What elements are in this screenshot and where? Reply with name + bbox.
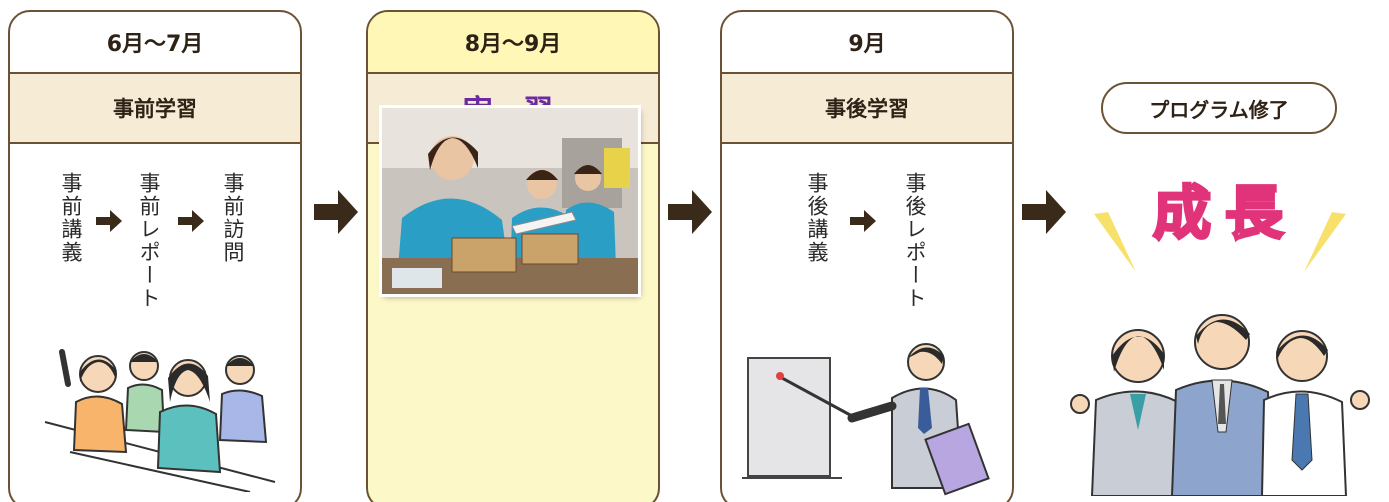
right-arrow-icon [850, 210, 876, 232]
step-pre-lecture: 事前講義 [59, 172, 83, 264]
stage-internship: 8月〜9月 実 習 [366, 10, 660, 502]
right-arrow-icon [1022, 190, 1066, 234]
step-pre-report: 事前レポート [137, 172, 161, 310]
burst-icon [1094, 212, 1346, 272]
step-post-lecture: 事後講義 [805, 172, 829, 264]
period-label: 9月 [722, 12, 1012, 74]
presenter-illustration [742, 343, 990, 496]
period-label: 8月〜9月 [368, 12, 658, 74]
phase-label: 事後学習 [722, 74, 1012, 144]
students-illustration [44, 349, 276, 492]
stage-pre-learning: 6月〜7月 事前学習 事前講義 事前レポート 事前訪問 [8, 10, 302, 502]
step-post-report: 事後レポート [903, 172, 927, 310]
right-arrow-icon [96, 210, 122, 232]
internship-photo [382, 108, 638, 294]
right-arrow-icon [178, 210, 204, 232]
team-illustration [1070, 314, 1370, 496]
step-pre-visit: 事前訪問 [221, 172, 245, 264]
stage-post-learning: 9月 事後学習 事後講義 事後レポート [720, 10, 1014, 502]
right-arrow-icon [314, 190, 358, 234]
period-label: 6月〜7月 [10, 12, 300, 74]
growth-text: 成長 [1151, 178, 1297, 249]
right-arrow-icon [668, 190, 712, 234]
program-complete-label: プログラム修了 [1101, 82, 1337, 134]
phase-label: 事前学習 [10, 74, 300, 144]
